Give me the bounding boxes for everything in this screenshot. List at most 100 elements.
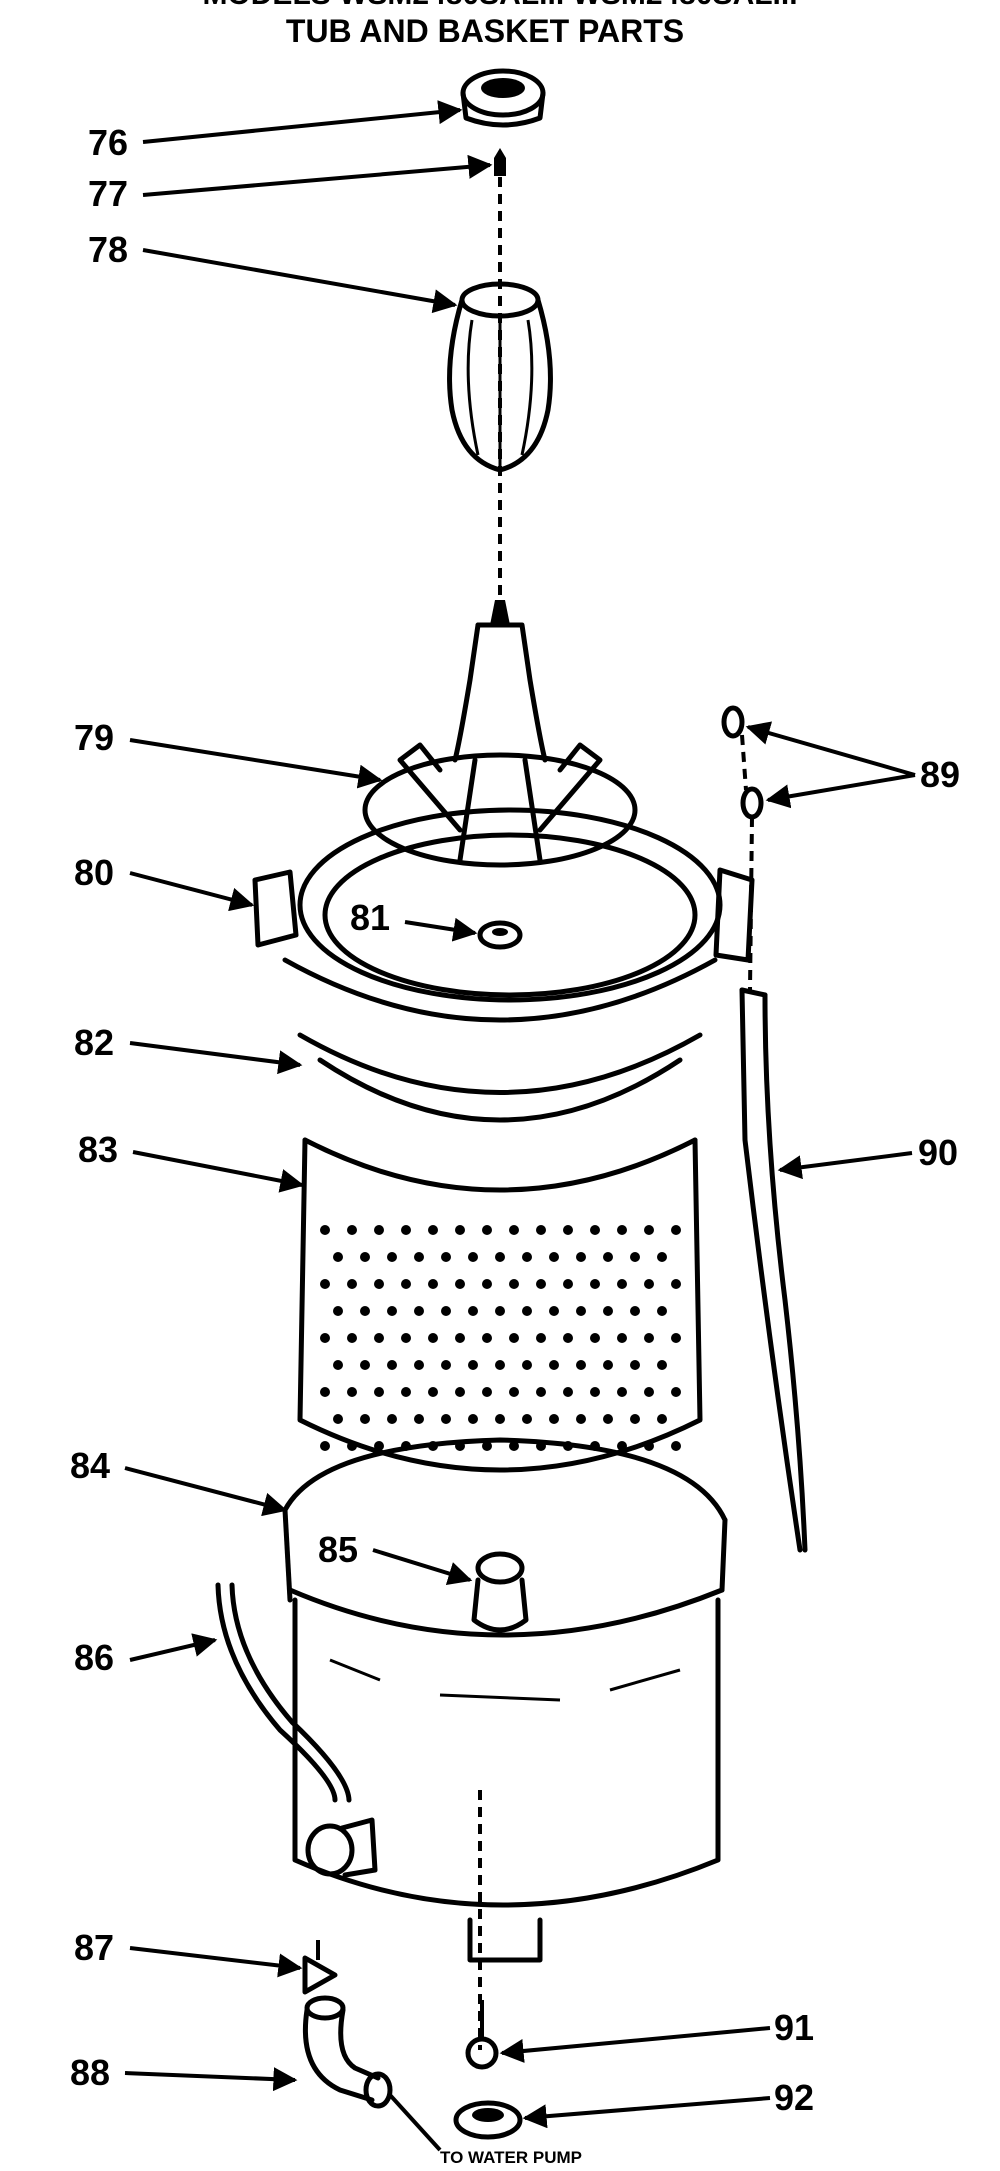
callout-85: 85 [318, 1529, 358, 1570]
basket-hole [617, 1441, 627, 1451]
basket-hole [387, 1252, 397, 1262]
tub-ring-part [252, 807, 755, 1003]
basket-hole [630, 1252, 640, 1262]
basket-hole [428, 1279, 438, 1289]
basket-hole [333, 1306, 343, 1316]
basket-hole [630, 1414, 640, 1424]
callout-77: 77 [88, 173, 128, 214]
basket-hole [320, 1441, 330, 1451]
basket-hole [495, 1360, 505, 1370]
basket-hole [522, 1252, 532, 1262]
basket-hole [630, 1360, 640, 1370]
basket-hole [576, 1360, 586, 1370]
basket-hole [455, 1225, 465, 1235]
basket-hole [617, 1279, 627, 1289]
callout-84: 84 [70, 1445, 110, 1486]
basket-hole [590, 1387, 600, 1397]
basket-hole [522, 1306, 532, 1316]
leader-lines [124, 100, 916, 2152]
callout-88: 88 [70, 2052, 110, 2093]
agitator-cap-part [460, 68, 546, 128]
basket-hole [401, 1333, 411, 1343]
basket-holes [320, 1225, 681, 1451]
basket-hole [360, 1252, 370, 1262]
drain-fitting [305, 1817, 378, 1878]
basket-hole [563, 1225, 573, 1235]
basket-hole [468, 1252, 478, 1262]
bushing-part [453, 2100, 523, 2140]
suspension-rod-part [739, 987, 808, 1553]
basket-hole [320, 1333, 330, 1343]
basket-hole [644, 1387, 654, 1397]
basket-hole [387, 1360, 397, 1370]
basket-hole [428, 1387, 438, 1397]
basket-hole [671, 1441, 681, 1451]
basket-hole [333, 1252, 343, 1262]
page-subtitle: TUB AND BASKET PARTS [286, 13, 684, 49]
to-water-pump-note: TO WATER PUMP [440, 2148, 582, 2167]
basket-hole [536, 1387, 546, 1397]
basket-hole [495, 1252, 505, 1262]
basket-hole [509, 1333, 519, 1343]
basket-hole [414, 1252, 424, 1262]
basket-hole [590, 1225, 600, 1235]
basket-hole [414, 1306, 424, 1316]
callout-79: 79 [74, 717, 114, 758]
basket-hole [482, 1225, 492, 1235]
basket-hole [671, 1279, 681, 1289]
basket-hole [441, 1414, 451, 1424]
callout-81: 81 [350, 897, 390, 938]
basket-hole [455, 1333, 465, 1343]
basket-hole [414, 1360, 424, 1370]
drive-bolt-part [465, 2000, 499, 2070]
basket-hole [603, 1360, 613, 1370]
basket-hole [536, 1225, 546, 1235]
basket-hole [603, 1414, 613, 1424]
basket-hole [360, 1360, 370, 1370]
callout-92: 92 [774, 2077, 814, 2118]
basket-hole [495, 1414, 505, 1424]
basket-hole [509, 1225, 519, 1235]
basket-hole [360, 1306, 370, 1316]
callout-89: 89 [920, 754, 960, 795]
basket-hole [495, 1306, 505, 1316]
basket-hole [428, 1225, 438, 1235]
basket-hole [509, 1387, 519, 1397]
basket-hole [441, 1252, 451, 1262]
basket-hole [347, 1225, 357, 1235]
basket-hole [360, 1414, 370, 1424]
basket-hole [549, 1414, 559, 1424]
basket-hole [576, 1252, 586, 1262]
basket-hole [482, 1441, 492, 1451]
basket-hole [428, 1333, 438, 1343]
basket-hole [374, 1441, 384, 1451]
basket-hole [374, 1279, 384, 1289]
basket-hole [320, 1225, 330, 1235]
basket-hole [536, 1333, 546, 1343]
basket-hole [657, 1414, 667, 1424]
basket-hole [333, 1360, 343, 1370]
basket-hole [509, 1279, 519, 1289]
basket-hole [387, 1306, 397, 1316]
fill-hose-part [215, 1582, 352, 1803]
basket-hole [617, 1333, 627, 1343]
basket-hole [522, 1360, 532, 1370]
basket-hole [617, 1387, 627, 1397]
basket-hole [347, 1333, 357, 1343]
agitator-barrel-part [447, 281, 553, 473]
basket-hole [347, 1387, 357, 1397]
basket-hole [563, 1387, 573, 1397]
basket-hole [320, 1387, 330, 1397]
basket-hole [468, 1414, 478, 1424]
suspension-rings-part [721, 705, 764, 991]
drain-elbow-hose-part [302, 1995, 393, 2109]
basket-hole [482, 1333, 492, 1343]
callout-82: 82 [74, 1022, 114, 1063]
outer-tub-part [282, 1437, 728, 1963]
models-header: MODELS WSM2480SAL... WSM2480SAL... [202, 0, 797, 11]
hose-clamp-part [302, 1940, 338, 1995]
basket-hole [563, 1333, 573, 1343]
basket-hole [374, 1387, 384, 1397]
basket-hole [455, 1387, 465, 1397]
basket-hole [549, 1360, 559, 1370]
